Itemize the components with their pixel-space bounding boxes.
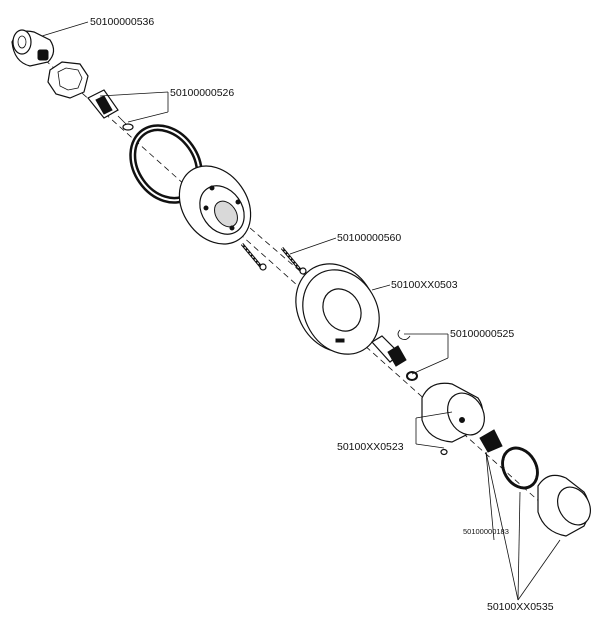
leader-line-503 (371, 284, 391, 291)
cover-rosette-part (295, 263, 380, 355)
spindle-part (371, 335, 407, 367)
part-number-label-536: 50100000536 (90, 16, 155, 28)
leader-bracket-526 (99, 91, 169, 123)
screw-part-right (280, 247, 307, 275)
spring-pin-part (87, 89, 134, 131)
mounting-plate-part (178, 165, 252, 245)
end-cap-part (537, 474, 591, 537)
hex-nut-part (47, 61, 89, 99)
part-number-label-526: 50100000526 (170, 87, 235, 99)
part-number-label-535: 50100XX0535 (487, 601, 554, 613)
screw-part-left (240, 243, 267, 271)
part-number-label-183: 50100000183 (463, 527, 509, 536)
cartridge-head-part (11, 29, 55, 67)
leader-bracket-523 (415, 411, 453, 449)
leader-line-560 (289, 237, 337, 255)
handle-ring-part (501, 446, 539, 490)
washer-part (406, 371, 418, 381)
handle-body-part (421, 382, 485, 456)
part-number-label-523: 50100XX0523 (337, 441, 404, 453)
retaining-clip-part (397, 329, 411, 340)
leader-line-536 (41, 21, 89, 37)
part-number-label-525: 50100000525 (450, 328, 515, 340)
part-number-label-503: 50100XX0503 (391, 279, 458, 291)
splined-adapter-part (479, 429, 503, 453)
leader-bracket-525 (404, 333, 449, 375)
leader-lines-183-535 (485, 451, 561, 601)
part-number-label-560: 50100000560 (337, 232, 402, 244)
